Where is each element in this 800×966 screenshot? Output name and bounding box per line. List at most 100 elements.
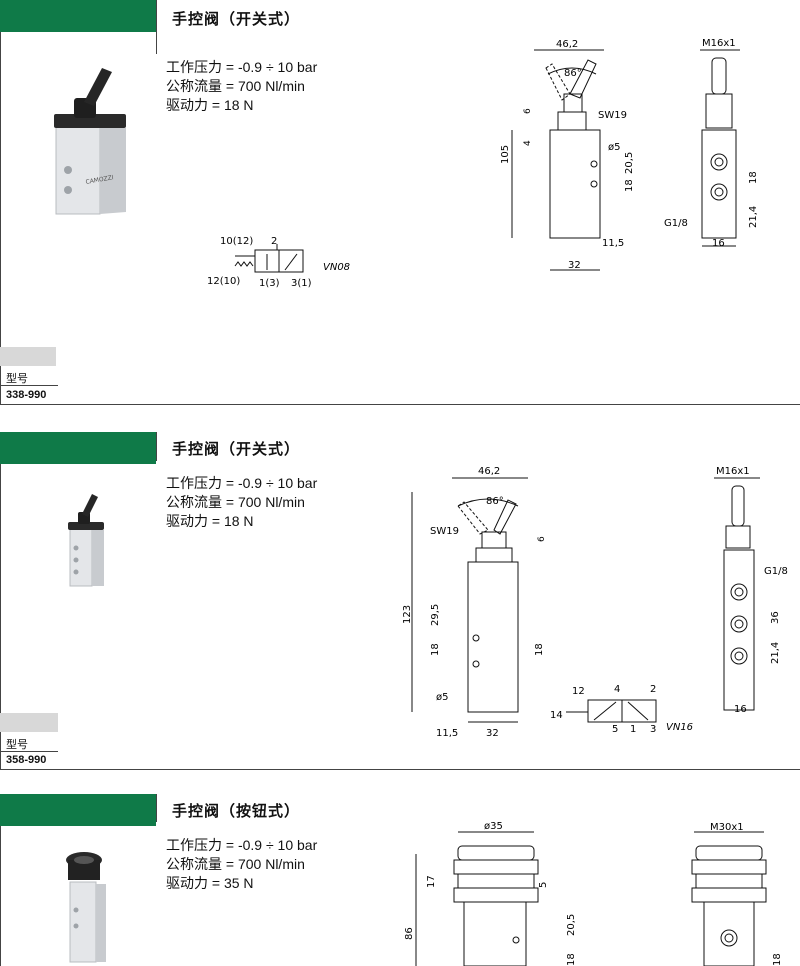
dim-label: 123 (402, 605, 413, 624)
dim-label: 18 (534, 643, 545, 656)
spec-force: 驱动力 = 18 N (166, 513, 254, 529)
product-title: 手控阀（开关式） (172, 441, 301, 458)
dim-label: 86° (486, 496, 504, 507)
dimension-drawing-side: M16x1 18 21,4 G1/8 16 (664, 38, 759, 249)
spec-list: 工作压力 = -0.9 ÷ 10 bar 公称流量 = 700 Nl/min 驱… (166, 836, 317, 893)
spec-force: 驱动力 = 18 N (166, 97, 254, 113)
port-label: 2 (271, 236, 277, 247)
spec-flow: 公称流量 = 700 Nl/min (166, 78, 305, 94)
spec-pressure: 工作压力 = -0.9 ÷ 10 bar (166, 59, 318, 75)
model-separator (0, 751, 58, 752)
dim-label: 6 (537, 536, 547, 542)
port-label: 3 (650, 724, 656, 735)
dim-label: 21,4 (748, 206, 759, 228)
port-label: 12(10) (207, 276, 240, 287)
section-header-bar (0, 794, 156, 826)
dim-label: 86 (404, 927, 415, 940)
section-header-bar (0, 0, 156, 32)
port-label: 3(1) (291, 278, 312, 289)
dim-label: 16 (734, 704, 747, 715)
dimension-drawing-front: ø35 17 5 86 20,5 18 (404, 821, 577, 966)
section-header-bar (0, 432, 156, 464)
product-photo (68, 494, 104, 587)
dimension-drawing-side: M30x1 18 (691, 822, 783, 966)
dim-label: 11,5 (602, 238, 624, 249)
model-code: 358-990 (6, 754, 47, 766)
dim-label: M16x1 (716, 466, 750, 477)
port-label: 5 (612, 724, 618, 735)
port-label: 10(12) (220, 236, 253, 247)
header-divider (156, 0, 157, 54)
product-section-3: 手控阀（按钮式） 工作压力 = -0.9 ÷ 10 bar 公称流量 = 700… (0, 794, 800, 966)
product-section-2: 手控阀（开关式） 工作压力 = -0.9 ÷ 10 bar 公称流量 = 700… (0, 432, 800, 770)
spec-flow: 公称流量 = 700 Nl/min (166, 494, 305, 510)
port-label: 1 (630, 724, 636, 735)
section-left-border (0, 826, 1, 966)
dim-label: 18 (624, 179, 635, 192)
dim-label: ø5 (436, 692, 448, 703)
spec-list: 工作压力 = -0.9 ÷ 10 bar 公称流量 = 700 Nl/min 驱… (166, 474, 317, 531)
dim-label: 18 (566, 953, 577, 966)
dim-label: G1/8 (764, 566, 788, 577)
dim-label: SW19 (430, 526, 459, 537)
spec-pressure: 工作压力 = -0.9 ÷ 10 bar (166, 837, 318, 853)
dim-label: 29,5 (430, 604, 441, 626)
pneumatic-symbol: 12 14 4 2 5 1 3 VN16 (550, 684, 693, 735)
model-separator (0, 385, 58, 386)
dim-label: 46,2 (478, 466, 500, 477)
spec-force: 驱动力 = 35 N (166, 875, 254, 891)
dim-label: 86° (564, 68, 582, 79)
port-label: 12 (572, 686, 585, 697)
section-divider (0, 404, 800, 405)
dim-label: 46,2 (556, 39, 578, 50)
dim-label: 21,4 (770, 642, 781, 664)
dim-label: SW19 (598, 110, 627, 121)
dim-label: 32 (486, 728, 499, 739)
dim-label: ø5 (608, 142, 620, 153)
dim-label: 20,5 (566, 914, 577, 936)
dimension-drawing-front: 46,2 86° 6 4 105 SW19 ø5 20,5 18 11,5 32 (500, 39, 635, 271)
dim-label: 16 (712, 238, 725, 249)
spec-flow: 公称流量 = 700 Nl/min (166, 856, 305, 872)
dim-label: 105 (500, 145, 511, 164)
dim-label: 11,5 (436, 728, 458, 739)
spec-list: 工作压力 = -0.9 ÷ 10 bar 公称流量 = 700 Nl/min 驱… (166, 58, 317, 115)
model-header-cell (0, 713, 58, 732)
model-label: 型号 (6, 373, 28, 385)
dim-label: 18 (748, 171, 759, 184)
product-print-label: CAMOZZI (85, 174, 114, 186)
header-divider (156, 432, 157, 461)
dim-label: M30x1 (710, 822, 744, 833)
dimension-drawing-side: M16x1 G1/8 36 21,4 16 (714, 466, 788, 715)
spec-pressure: 工作压力 = -0.9 ÷ 10 bar (166, 475, 318, 491)
header-divider (156, 794, 157, 822)
dim-label: G1/8 (664, 218, 688, 229)
symbol-code: VN08 (323, 262, 350, 273)
port-label: 14 (550, 710, 563, 721)
dim-label: 36 (770, 611, 781, 624)
model-label: 型号 (6, 739, 28, 751)
port-label: 4 (614, 684, 620, 695)
dim-label: 32 (568, 260, 581, 271)
product-photo: CAMOZZI (54, 68, 126, 215)
product-photo (66, 852, 106, 963)
dim-label: 17 (426, 875, 437, 888)
dim-label: 6 (523, 108, 533, 114)
product-title: 手控阀（按钮式） (172, 803, 301, 820)
port-label: 1(3) (259, 278, 280, 289)
pneumatic-symbol: 10(12) 2 12(10) 1(3) 3(1) VN08 (207, 236, 350, 289)
symbol-code: VN16 (666, 722, 693, 733)
dim-label: 18 (772, 953, 783, 966)
dim-label: ø35 (484, 821, 503, 832)
dim-label: 20,5 (624, 152, 635, 174)
model-code: 338-990 (6, 389, 47, 401)
dim-label: 18 (430, 643, 441, 656)
product-section-1: 手控阀（开关式） 工作压力 = -0.9 ÷ 10 bar 公称流量 = 700… (0, 0, 800, 405)
dim-label: 5 (538, 882, 549, 888)
port-label: 2 (650, 684, 656, 695)
product-title: 手控阀（开关式） (172, 11, 301, 28)
section-divider (0, 769, 800, 770)
section-left-border (0, 32, 1, 404)
dim-label: 4 (523, 140, 533, 146)
dimension-drawing-front: 46,2 86° SW19 6 123 29,5 18 18 ø5 11,5 3… (402, 466, 547, 739)
